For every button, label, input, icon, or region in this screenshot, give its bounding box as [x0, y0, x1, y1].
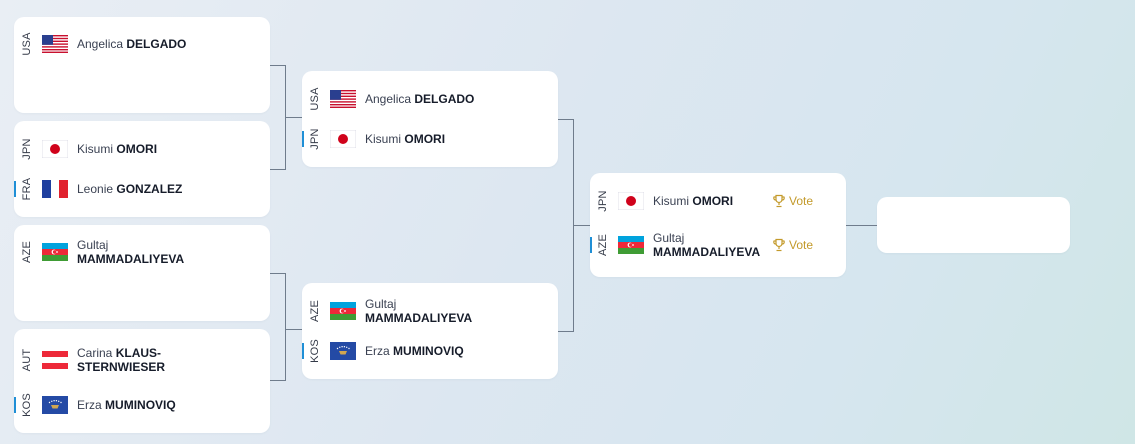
azerbaijan-flag-icon: [42, 243, 68, 261]
winner-marker: [14, 181, 16, 197]
player-row[interactable]: USA Angelica DELGADO: [14, 24, 270, 64]
player-name: Angelica DELGADO: [77, 37, 187, 51]
match-card-r1-2[interactable]: JPN Kisumi OMORI FRA Leonie GONZALEZ: [14, 121, 270, 217]
player-name: Gultaj MAMMADALIYEVA: [77, 238, 185, 266]
country-code: JPN: [21, 138, 33, 160]
france-flag-icon: [42, 180, 68, 198]
player-name: Leonie GONZALEZ: [77, 182, 183, 196]
azerbaijan-flag-icon: [330, 302, 356, 320]
match-card-r1-1[interactable]: USA Angelica DELGADO: [14, 17, 270, 113]
vote-button[interactable]: Vote: [772, 238, 813, 252]
country-code: AZE: [21, 241, 33, 263]
player-row[interactable]: KOS Erza MUMINOVIQ: [302, 331, 558, 371]
player-row[interactable]: USA Angelica DELGADO: [302, 79, 558, 119]
country-code: KOS: [21, 393, 33, 417]
connector-r1-to-r2-bottom: [286, 329, 302, 330]
austria-flag-icon: [42, 351, 68, 369]
trophy-icon: [773, 194, 785, 208]
connector-r1-m1-m2: [270, 65, 286, 170]
country-code: USA: [309, 87, 321, 111]
country-code: JPN: [309, 128, 321, 150]
usa-flag-icon: [330, 90, 356, 108]
match-card-r2-1[interactable]: USA Angelica DELGADO JPN Kisumi OMORI: [302, 71, 558, 167]
player-row[interactable]: JPN Kisumi OMORI: [302, 119, 558, 159]
connector-r1-m3-m4: [270, 273, 286, 381]
kosovo-flag-icon: [42, 396, 68, 414]
country-code: FRA: [21, 177, 33, 201]
connector-r1-to-r2-top: [286, 117, 302, 118]
japan-flag-icon: [330, 130, 356, 148]
match-card-final[interactable]: [877, 197, 1070, 253]
player-row[interactable]: AZE Gultaj MAMMADALIYEVA Vote: [590, 225, 846, 265]
player-name: Erza MUMINOVIQ: [365, 344, 464, 358]
japan-flag-icon: [42, 140, 68, 158]
trophy-icon: [773, 238, 785, 252]
winner-marker: [302, 131, 304, 147]
match-card-r3-1[interactable]: JPN Kisumi OMORI Vote AZE Gultaj MAMMADA…: [590, 173, 846, 277]
vote-button[interactable]: Vote: [772, 194, 813, 208]
country-code: JPN: [597, 190, 609, 212]
winner-marker: [14, 397, 16, 413]
country-code: USA: [21, 32, 33, 56]
connector-r2-m1-m2: [558, 119, 574, 332]
match-card-r1-3[interactable]: AZE Gultaj MAMMADALIYEVA: [14, 225, 270, 321]
country-code: AUT: [21, 348, 33, 372]
player-row[interactable]: KOS Erza MUMINOVIQ: [14, 385, 270, 425]
player-name: Carina KLAUS-STERNWIESER: [77, 346, 166, 374]
player-row[interactable]: AUT Carina KLAUS-STERNWIESER: [14, 340, 270, 380]
player-name: Angelica DELGADO: [365, 92, 475, 106]
japan-flag-icon: [618, 192, 644, 210]
vote-label: Vote: [789, 238, 814, 252]
connector-r2-to-r3: [574, 225, 590, 226]
usa-flag-icon: [42, 35, 68, 53]
player-name: Gultaj MAMMADALIYEVA: [365, 297, 473, 325]
player-row[interactable]: JPN Kisumi OMORI: [14, 129, 270, 169]
kosovo-flag-icon: [330, 342, 356, 360]
connector-r3-to-final: [846, 225, 877, 226]
match-card-r2-2[interactable]: AZE Gultaj MAMMADALIYEVA KOS Erza MUMINO…: [302, 283, 558, 379]
country-code: AZE: [597, 234, 609, 256]
country-code: AZE: [309, 300, 321, 322]
player-name: Kisumi OMORI: [365, 132, 446, 146]
match-card-r1-4[interactable]: AUT Carina KLAUS-STERNWIESER KOS Erza MU…: [14, 329, 270, 433]
player-row[interactable]: AZE Gultaj MAMMADALIYEVA: [14, 232, 270, 272]
azerbaijan-flag-icon: [618, 236, 644, 254]
player-name: Kisumi OMORI: [77, 142, 158, 156]
player-name: Erza MUMINOVIQ: [77, 398, 176, 412]
country-code: KOS: [309, 339, 321, 363]
vote-label: Vote: [789, 194, 814, 208]
player-name: Gultaj MAMMADALIYEVA: [653, 231, 761, 259]
player-row[interactable]: AZE Gultaj MAMMADALIYEVA: [302, 291, 558, 331]
winner-marker: [302, 343, 304, 359]
player-row[interactable]: JPN Kisumi OMORI Vote: [590, 181, 846, 221]
player-name: Kisumi OMORI: [653, 194, 734, 208]
winner-marker: [590, 237, 592, 253]
player-row[interactable]: FRA Leonie GONZALEZ: [14, 169, 270, 209]
